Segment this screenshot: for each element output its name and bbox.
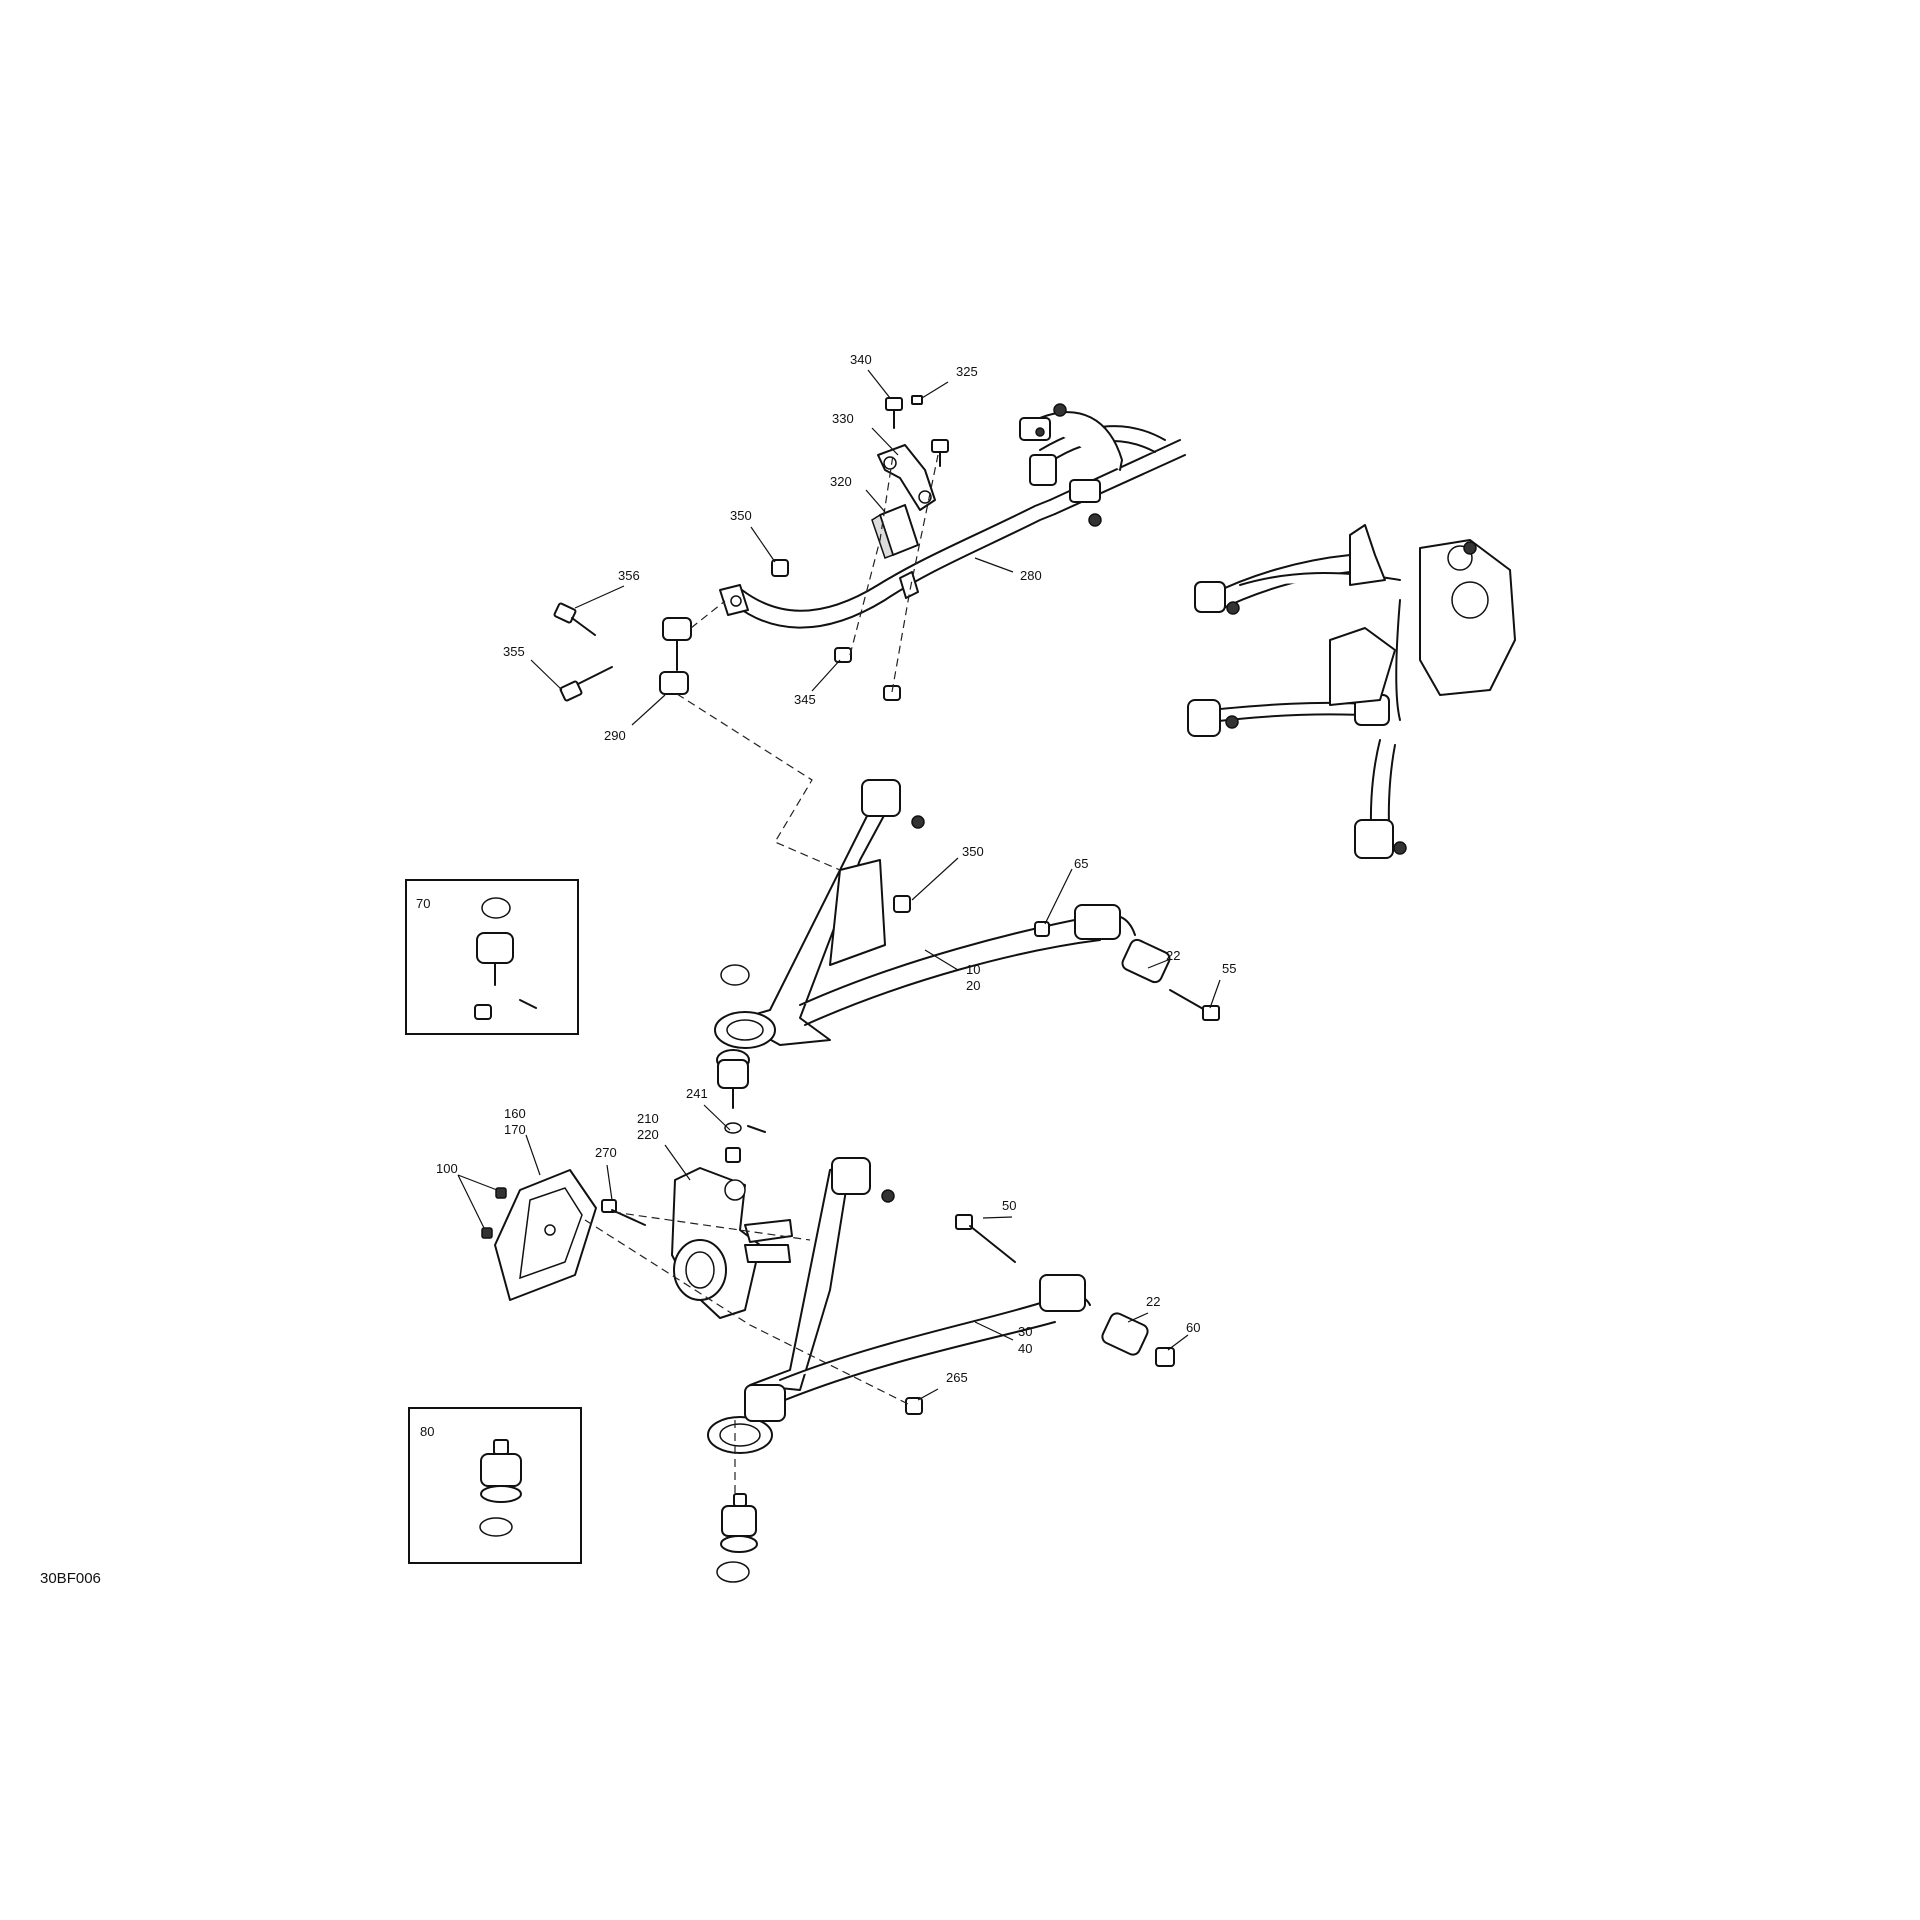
link-bolt-356 [553, 602, 596, 636]
screw-100b [481, 1227, 493, 1239]
callout-265: 265 [946, 1370, 968, 1385]
clamp-bolt-340 [885, 397, 903, 429]
lower-a-arm [707, 1157, 1091, 1454]
callout-80: 80 [420, 1424, 434, 1439]
bolt-55 [1169, 989, 1220, 1021]
knuckle-guard [494, 1169, 597, 1301]
callout-22-upper: 22 [1166, 948, 1180, 963]
steering-knuckle [671, 1167, 793, 1319]
callout-30: 30 [1018, 1324, 1032, 1339]
callout-356: 356 [618, 568, 640, 583]
inset-box-70 [405, 879, 579, 1035]
sway-bar-bushing [871, 504, 919, 559]
flange-nut-345b [883, 685, 901, 701]
callout-340: 340 [850, 352, 872, 367]
callout-330: 330 [832, 411, 854, 426]
callout-355: 355 [503, 644, 525, 659]
callout-241: 241 [686, 1086, 708, 1101]
callout-170: 170 [504, 1122, 526, 1137]
callout-350-mid: 350 [962, 844, 984, 859]
sway-bar-link [659, 617, 692, 695]
screw-100a [495, 1187, 507, 1199]
callout-70: 70 [416, 896, 430, 911]
ball-joint-241 [716, 1049, 766, 1163]
callout-10: 10 [966, 962, 980, 977]
callout-290: 290 [604, 728, 626, 743]
bushing-22-upper [1121, 938, 1171, 984]
lower-ball-joint [716, 1493, 758, 1583]
bolt-50 [955, 1214, 1016, 1263]
flange-nut-60 [1155, 1347, 1175, 1367]
flange-nut-345 [834, 647, 852, 663]
link-bolt-355 [559, 666, 613, 702]
inset-box-80 [408, 1407, 582, 1564]
callout-325: 325 [956, 364, 978, 379]
clamp-bolt-325 [911, 395, 923, 405]
callout-40: 40 [1018, 1341, 1032, 1356]
sway-bar-assembly [719, 403, 1186, 629]
callout-270: 270 [595, 1145, 617, 1160]
callout-20: 20 [966, 978, 980, 993]
callout-60: 60 [1186, 1320, 1200, 1335]
callout-345: 345 [794, 692, 816, 707]
callout-320: 320 [830, 474, 852, 489]
document-code: 30BF006 [40, 1570, 101, 1587]
callout-160: 160 [504, 1106, 526, 1121]
flange-nut-265 [905, 1397, 923, 1415]
callout-220: 220 [637, 1127, 659, 1142]
bushing-22-lower [1101, 1312, 1149, 1356]
inset-70-ball-joint [474, 897, 537, 1020]
flange-nut-350-top [771, 559, 789, 577]
callout-50: 50 [1002, 1198, 1016, 1213]
clamp-bolt-right [931, 439, 949, 467]
callout-55: 55 [1222, 961, 1236, 976]
callout-22-lower: 22 [1146, 1294, 1160, 1309]
inset-80-ball-joint [479, 1439, 522, 1537]
callout-100: 100 [436, 1161, 458, 1176]
callout-65: 65 [1074, 856, 1088, 871]
assembled-suspension-view [1187, 524, 1516, 859]
upper-a-arm [714, 779, 1136, 1049]
flange-nut-65 [1034, 921, 1050, 937]
bolt-270 [601, 1199, 646, 1226]
callout-280: 280 [1020, 568, 1042, 583]
callout-350-top: 350 [730, 508, 752, 523]
callout-210: 210 [637, 1111, 659, 1126]
flange-nut-350-mid [893, 895, 911, 913]
